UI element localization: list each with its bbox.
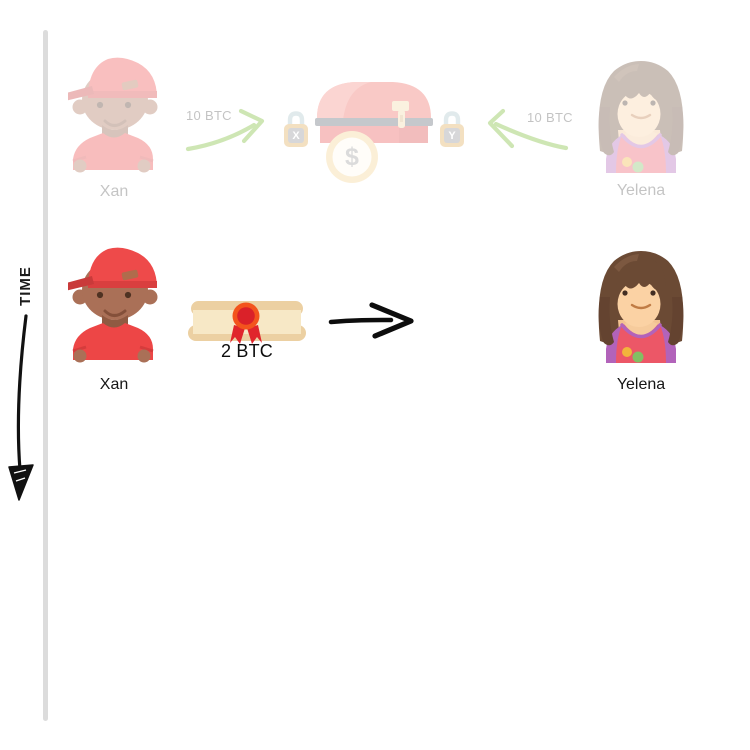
xan-label: Xan: [99, 376, 129, 393]
certificate-scroll-icon: [188, 299, 306, 345]
lock-x-letter: X: [292, 130, 300, 142]
funding-arrow-right-icon: [185, 108, 265, 152]
timeline-axis-line: [43, 30, 48, 721]
yelena-funding-label: Yelena: [616, 182, 666, 199]
funding-arrow-left-icon: [487, 108, 569, 151]
yelena-label: Yelena: [616, 376, 666, 393]
coin-dollar-symbol: $: [345, 143, 359, 171]
xan-avatar: [68, 245, 160, 367]
funding-amount-left: 10 BTC: [186, 108, 232, 123]
xan-funding-label: Xan: [99, 183, 129, 200]
payment-arrow-icon: [328, 302, 414, 339]
padlock-x-icon: X: [283, 110, 309, 148]
funding-amount-right: 10 BTC: [527, 110, 573, 125]
yelena-avatar: [596, 247, 686, 365]
treasure-chest-icon: $: [315, 78, 433, 186]
time-axis-arrow-icon: [8, 314, 34, 501]
lock-y-letter: Y: [448, 130, 456, 142]
padlock-y-icon: Y: [439, 110, 465, 148]
certificate-amount-label: 2 BTC: [220, 341, 273, 361]
